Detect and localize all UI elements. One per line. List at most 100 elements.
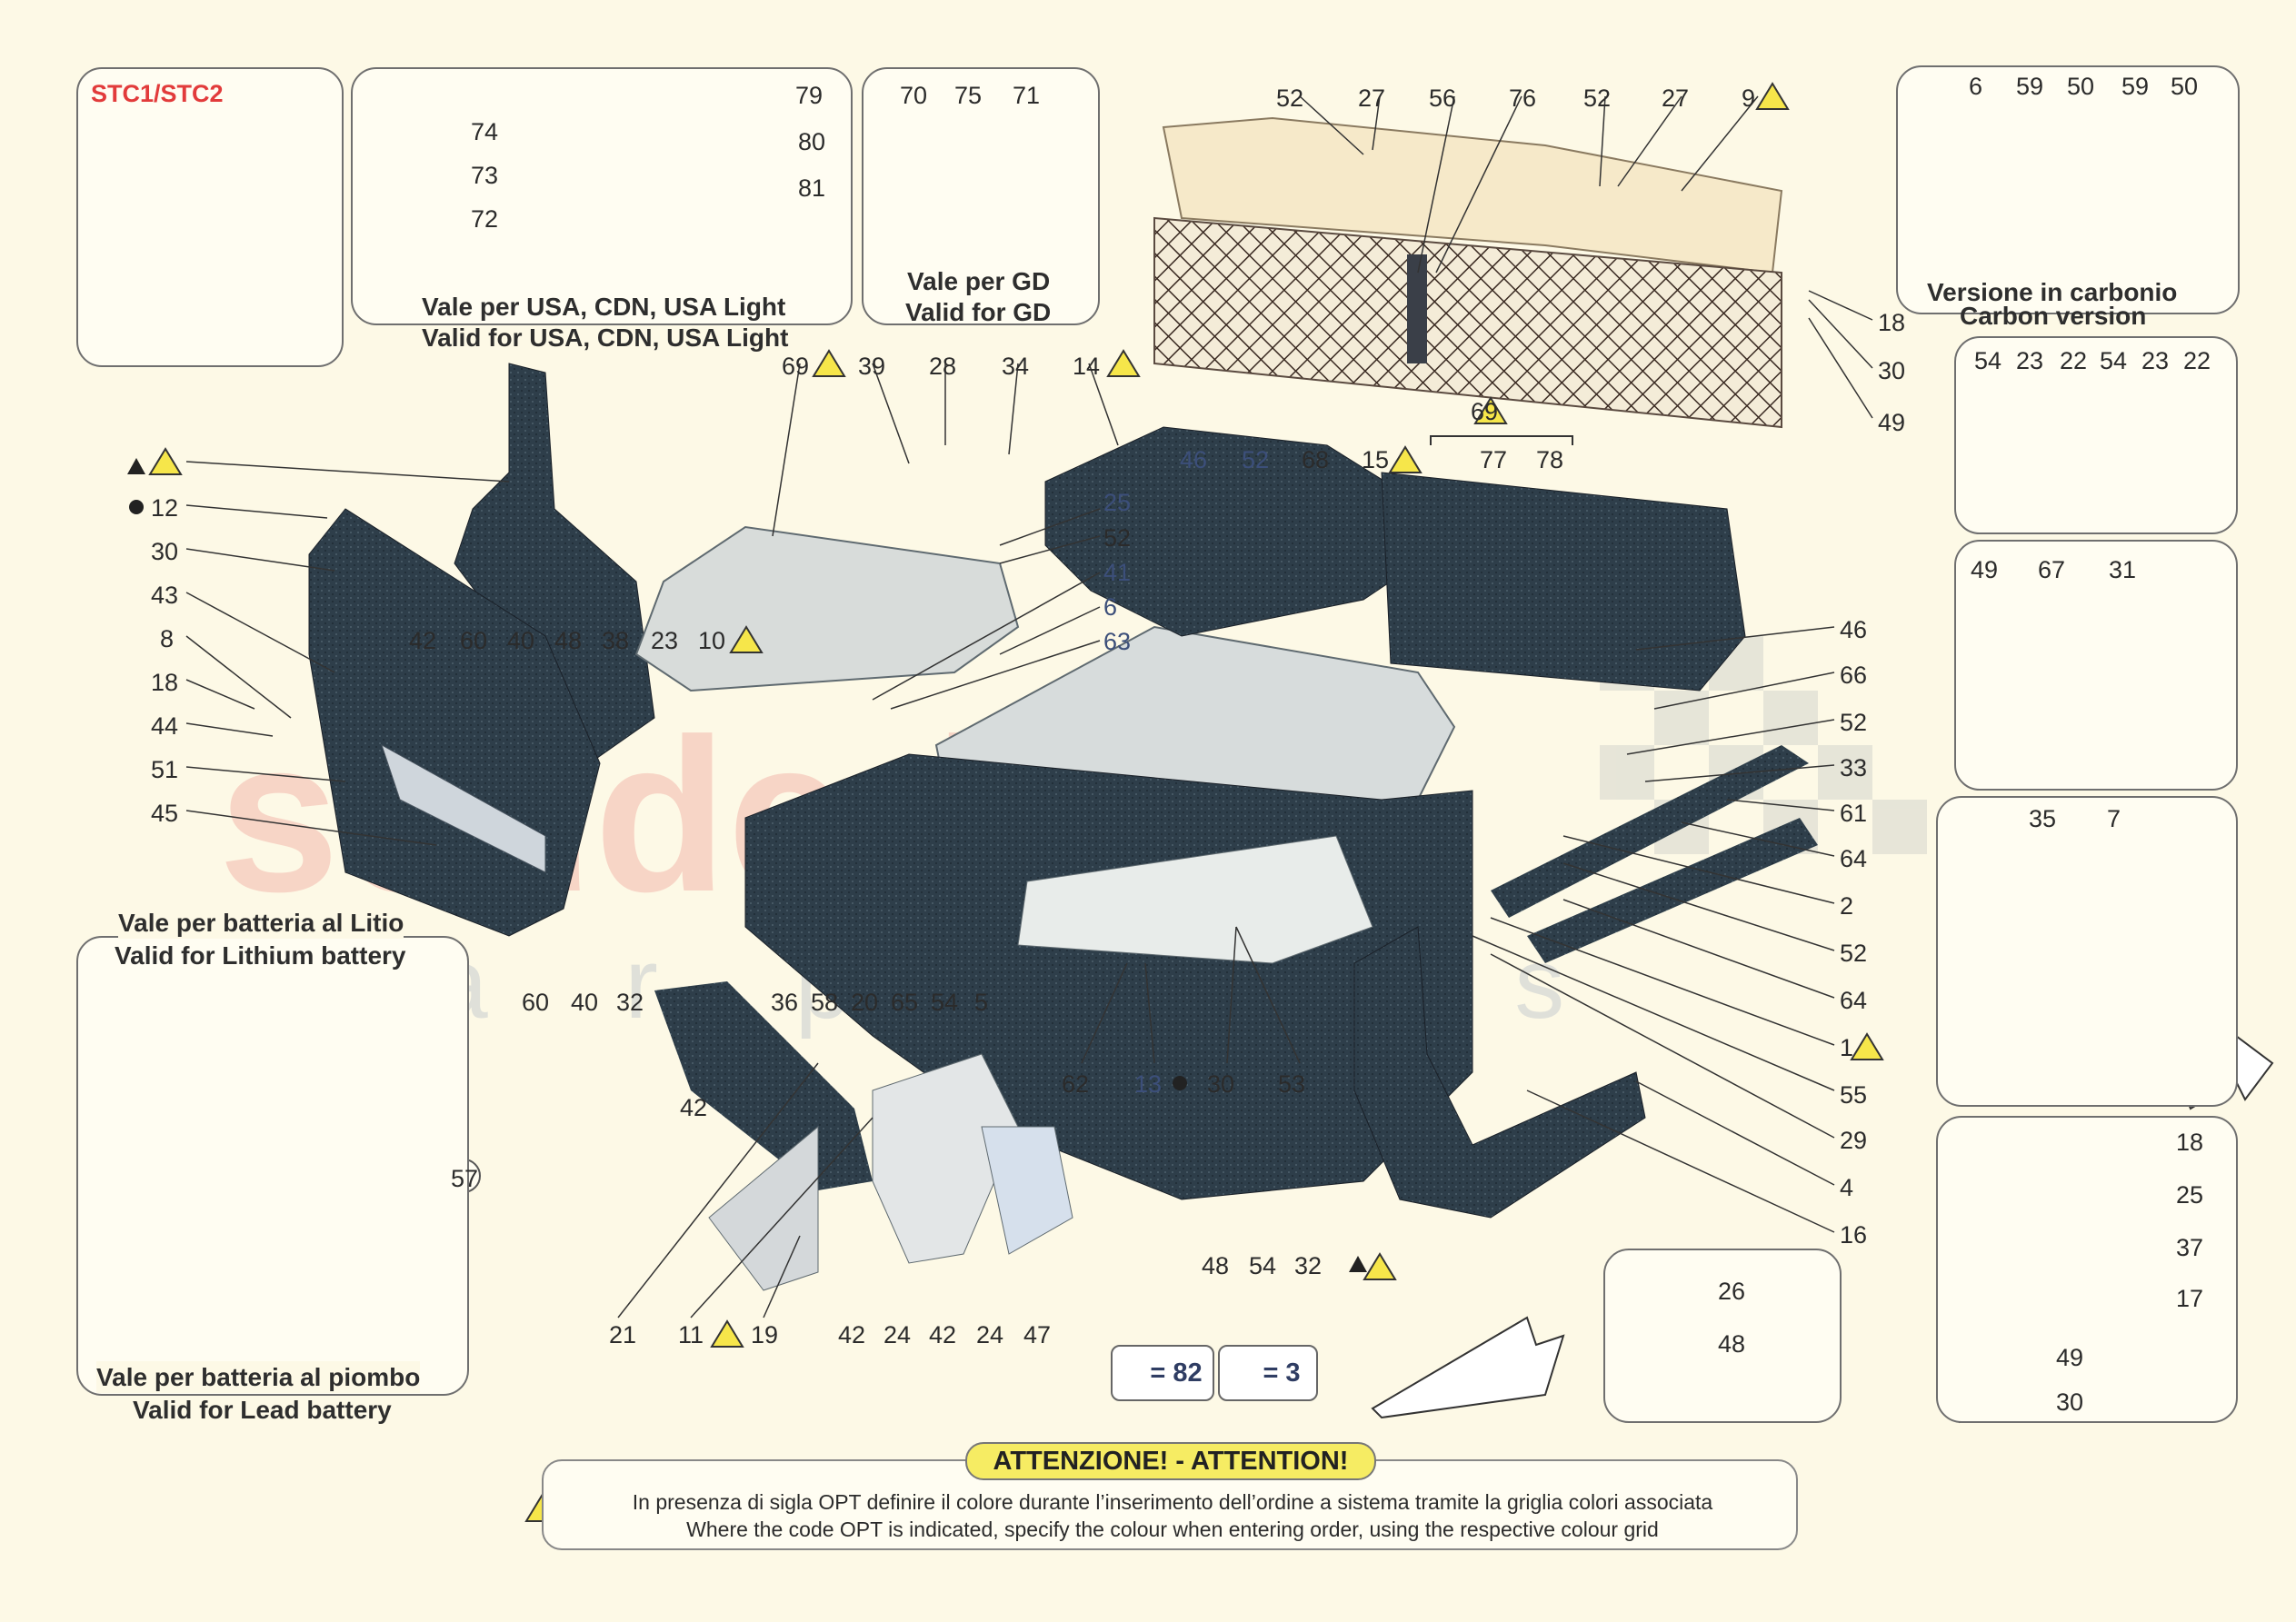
callout-label: 31 xyxy=(2109,556,2137,583)
callout-label: 28 xyxy=(929,353,957,380)
callout-label: 60 xyxy=(522,989,550,1016)
stc-title: STC1/STC2 xyxy=(91,80,224,107)
callout-label: 64 xyxy=(1840,987,1868,1014)
callout-label: 25 xyxy=(2176,1181,2204,1209)
callout-label: 23 xyxy=(651,627,679,654)
callout-label: 52 xyxy=(1840,709,1868,736)
callout-label: 52 xyxy=(1276,85,1304,112)
callout-bracket-69 xyxy=(1430,435,1573,445)
usa-caption-en: Valid for USA, CDN, USA Light xyxy=(422,323,789,352)
callout-label: 5 xyxy=(974,989,989,1016)
callout-label: 54 xyxy=(1974,347,2002,374)
trunk-tub-carpet xyxy=(744,426,1746,1200)
attention-title: ATTENZIONE! - ATTENTION! xyxy=(965,1442,1376,1480)
callout-label: 2 xyxy=(1840,892,1854,920)
callout-label: 57 xyxy=(451,1165,479,1192)
callout-label: 44 xyxy=(151,712,179,740)
callout-label: 38 xyxy=(602,627,630,654)
triangle-marker xyxy=(1349,1256,1367,1272)
callout-label: 50 xyxy=(2171,73,2199,100)
callout-label: 10 xyxy=(698,627,726,654)
callout-label: 49 xyxy=(1971,556,1999,583)
callout-label: 11 xyxy=(678,1321,704,1348)
callout-label: 48 xyxy=(1202,1252,1230,1279)
callout-label: 19 xyxy=(751,1321,779,1348)
callout-label: 78 xyxy=(1536,446,1564,473)
callout-label: 32 xyxy=(616,989,644,1016)
callout-label: 24 xyxy=(976,1321,1004,1348)
callout-label: 18 xyxy=(1878,309,1906,336)
callout-label: 30 xyxy=(2056,1388,2084,1416)
left-side-trim xyxy=(308,363,655,937)
circle-marker xyxy=(129,500,144,514)
callout-label: 71 xyxy=(1013,82,1041,109)
callout-label: 25 xyxy=(1103,489,1132,516)
gd-caption-en: Valid for GD xyxy=(905,298,1052,326)
callout-label: 30 xyxy=(1878,357,1906,384)
callout-label: 1 xyxy=(1840,1034,1854,1061)
callout-label: 54 xyxy=(2100,347,2128,374)
callout-label: 26 xyxy=(1718,1278,1746,1305)
callout-label: 49 xyxy=(1878,409,1906,436)
callout-label: 77 xyxy=(1480,446,1508,473)
callout-label: 51 xyxy=(151,756,179,783)
inset-stc xyxy=(76,67,344,367)
callout-label: 9 xyxy=(1742,85,1756,112)
callout-label: 16 xyxy=(1840,1221,1868,1249)
inset-gd xyxy=(862,67,1100,325)
inset-mat xyxy=(1954,540,2238,791)
callout-label: 37 xyxy=(2176,1234,2204,1261)
callout-label: 58 xyxy=(811,989,839,1016)
right-side-strips xyxy=(1353,745,1818,1219)
callout-label: 29 xyxy=(1840,1127,1868,1154)
callout-label: 22 xyxy=(2060,347,2088,374)
callout-label: 12 xyxy=(151,494,179,522)
callout-label: 18 xyxy=(2176,1129,2204,1156)
inset-carbon xyxy=(1896,65,2240,314)
gd-caption-it: Vale per GD xyxy=(907,267,1051,295)
callout-label: 18 xyxy=(151,669,179,696)
callout-label: 47 xyxy=(1023,1321,1052,1348)
callout-label: 75 xyxy=(954,82,983,109)
carbon-caption-it: Versione in carbonio xyxy=(1927,278,2178,306)
callout-label: 54 xyxy=(931,989,959,1016)
callout-label: 13 xyxy=(1134,1070,1163,1098)
callout-label: 23 xyxy=(2141,347,2170,374)
callout-label: 79 xyxy=(795,82,824,109)
callout-label: 30 xyxy=(1207,1070,1235,1098)
callout-label: 54 xyxy=(1249,1252,1277,1279)
callout-label: 6 xyxy=(1969,73,1983,100)
callout-label: 27 xyxy=(1662,85,1690,112)
callout-label: 20 xyxy=(851,989,879,1016)
callout-label: 40 xyxy=(507,627,535,654)
callout-label: 68 xyxy=(1302,446,1330,473)
callout-label: 73 xyxy=(471,162,499,189)
inset-small-parts xyxy=(1603,1249,1842,1423)
callout-label: 41 xyxy=(1103,559,1132,586)
lithium-caption-en: Valid for Lithium battery xyxy=(115,941,406,970)
callout-label: 14 xyxy=(1073,353,1101,380)
inset-side-panel xyxy=(1936,796,2238,1107)
callout-label: 8 xyxy=(160,625,175,652)
callout-label: 72 xyxy=(471,205,499,233)
callout-label: 48 xyxy=(554,627,583,654)
callout-label: 34 xyxy=(1002,353,1030,380)
callout-label: 80 xyxy=(798,128,826,155)
callout-label: 6 xyxy=(1103,593,1118,621)
lithium-caption-it: Vale per batteria al Litio xyxy=(118,907,404,939)
callout-label: 69 xyxy=(1471,398,1499,425)
callout-label: 74 xyxy=(471,118,499,145)
callout-label: 23 xyxy=(2016,347,2044,374)
callout-label: 24 xyxy=(883,1321,912,1348)
callout-label: 66 xyxy=(1840,662,1868,689)
callout-label: 39 xyxy=(858,353,886,380)
callout-label: 49 xyxy=(2056,1344,2084,1371)
callout-label: 4 xyxy=(1840,1174,1854,1201)
callout-label: 55 xyxy=(1840,1081,1868,1109)
callout-label: 27 xyxy=(1358,85,1386,112)
attention-line-en: Where the code OPT is indicated, specify… xyxy=(686,1518,1659,1541)
inset-bracket xyxy=(1936,1116,2238,1423)
callout-label: 22 xyxy=(2183,347,2211,374)
callout-label: 69 xyxy=(782,353,810,380)
